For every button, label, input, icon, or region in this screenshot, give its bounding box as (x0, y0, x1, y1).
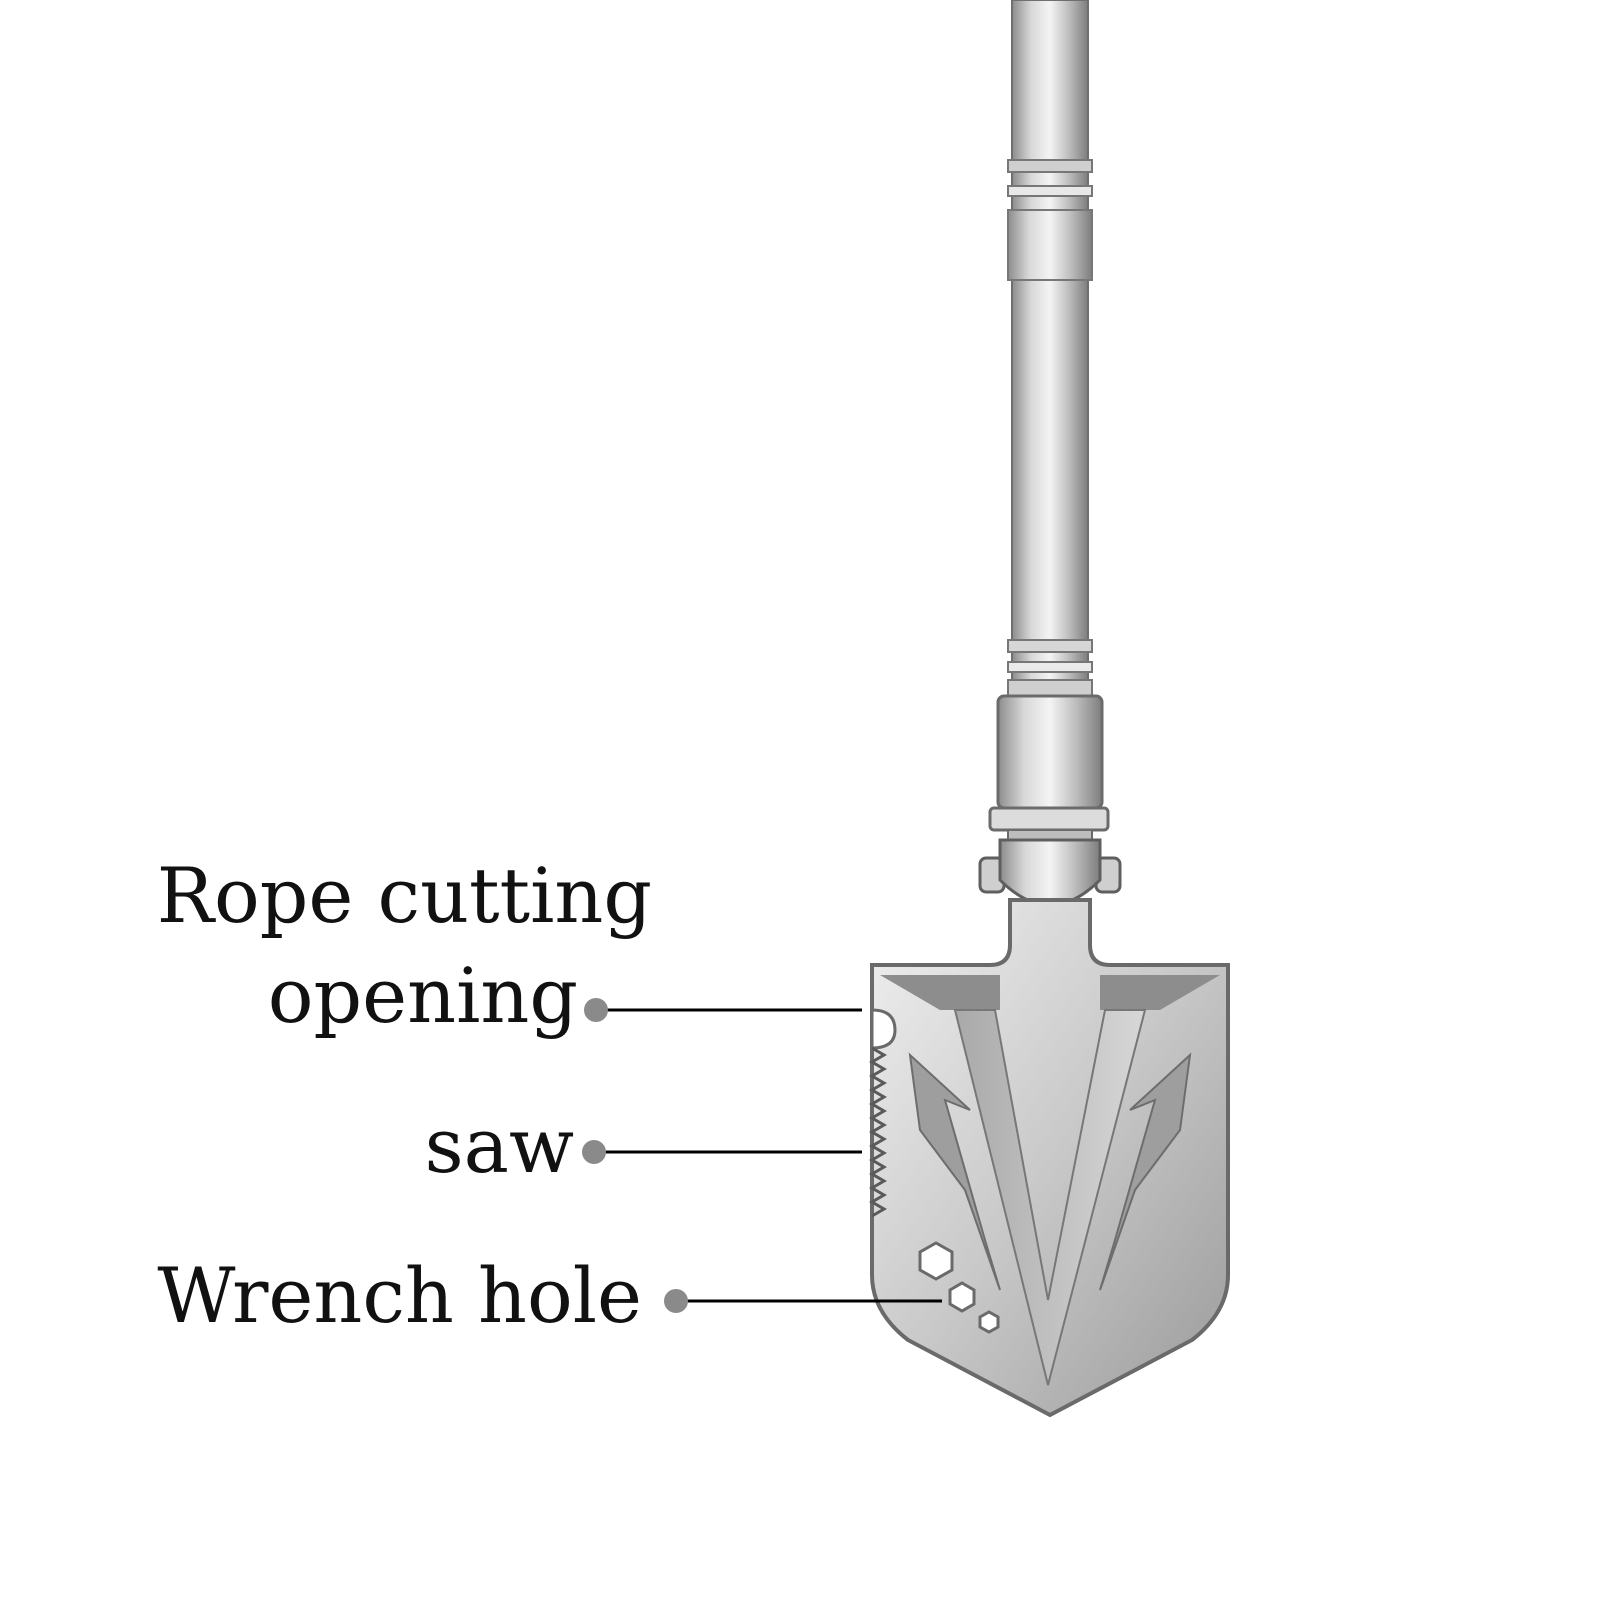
shovel-blade (869, 898, 1230, 1418)
shovel-collar (988, 694, 1110, 853)
rope-cutting-label-line1: Rope cutting (156, 851, 652, 940)
rope-cutting-label-line2: opening (267, 951, 578, 1040)
rope-cutting-leader-dot (584, 998, 608, 1022)
shovel-shaft (1007, 0, 1093, 711)
callout-leaders (582, 998, 942, 1313)
saw-leader-dot (582, 1140, 606, 1164)
shovel-hinge (978, 838, 1122, 907)
wrench-hole-label: Wrench hole (157, 1251, 642, 1340)
wrench-hole-leader-dot (664, 1289, 688, 1313)
saw-label: saw (424, 1101, 574, 1190)
